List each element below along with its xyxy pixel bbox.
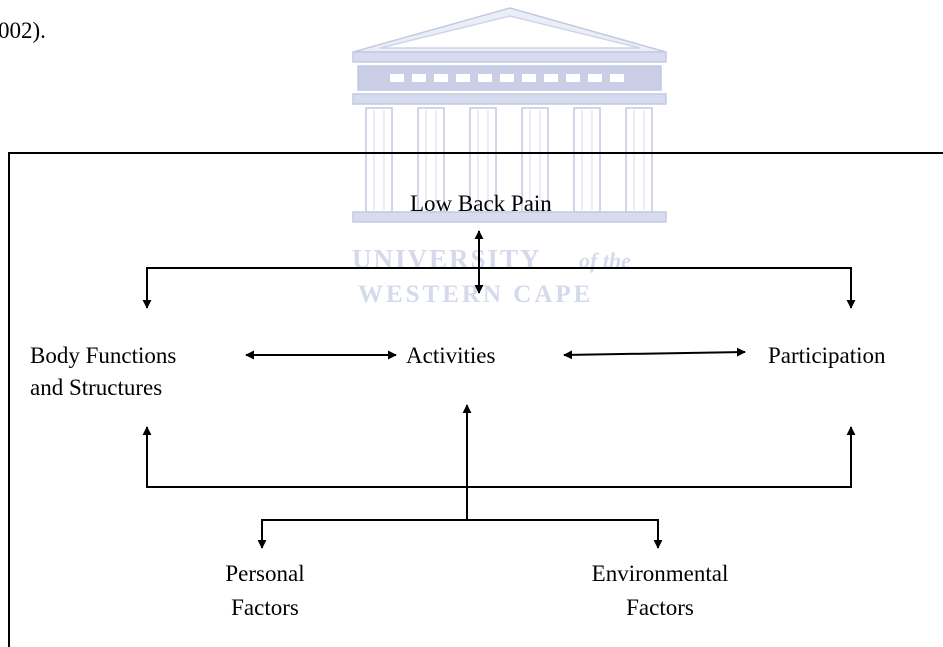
node-personal-factors-line2: Factors <box>231 595 299 620</box>
right-middle-double-arrow <box>563 347 746 360</box>
bottom-branch-connector <box>142 426 856 488</box>
node-activities: Activities <box>406 343 496 368</box>
header-text: 002). <box>0 18 46 43</box>
node-body-functions-line2: and Structures <box>30 375 163 400</box>
node-personal-factors-line1: Personal <box>225 561 305 586</box>
building-icon <box>352 7 667 223</box>
node-body-functions-line1: Body Functions <box>30 343 177 368</box>
node-low-back-pain: Low Back Pain <box>410 191 552 216</box>
top-branch-connector <box>142 267 856 309</box>
diagram-frame <box>8 152 943 647</box>
factors-branch-connector <box>257 519 663 549</box>
node-participation: Participation <box>768 343 886 368</box>
node-environmental-factors-line1: Environmental <box>591 561 729 586</box>
node-environmental-factors-line2: Factors <box>626 595 694 620</box>
